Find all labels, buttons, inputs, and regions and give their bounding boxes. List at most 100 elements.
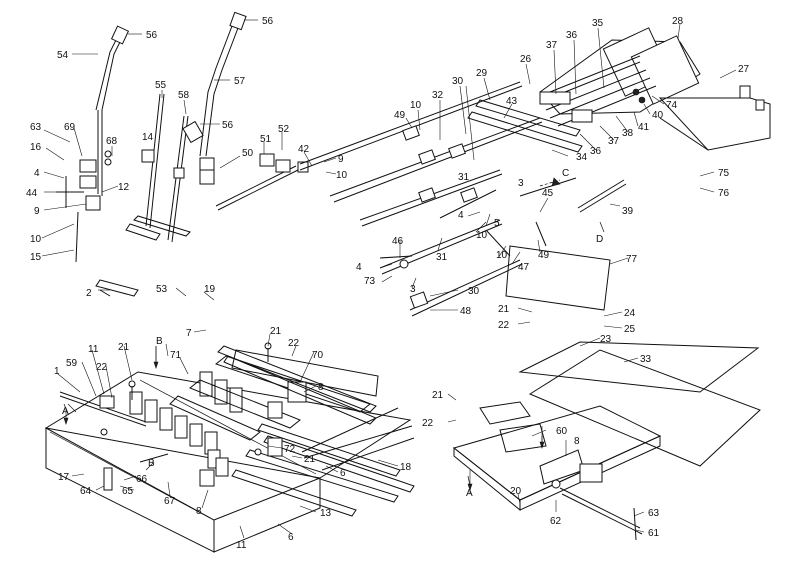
- callout-label: 20: [510, 486, 522, 497]
- callout-label: 49: [538, 250, 550, 261]
- callout-label: 14: [142, 132, 154, 143]
- callout-label: 5: [494, 218, 500, 229]
- callout-label: 38: [622, 128, 634, 139]
- callout-label: 58: [178, 90, 190, 101]
- callout-label: 49: [394, 110, 406, 121]
- callout-label: 46: [392, 236, 404, 247]
- callout-label: 31: [436, 252, 448, 263]
- callout-label: 65: [122, 486, 134, 497]
- callout-label: 4: [34, 168, 40, 179]
- callout-label: 61: [648, 528, 660, 539]
- callout-label: 60: [556, 426, 568, 437]
- callout-label: 75: [718, 168, 730, 179]
- reference-lines: [63, 179, 605, 487]
- callout-label: 27: [738, 64, 750, 75]
- mounting-plates: [231, 245, 761, 467]
- callout-label: 11: [88, 344, 99, 355]
- callout-label: 70: [312, 350, 324, 361]
- callout-label: 13: [320, 508, 332, 519]
- callout-label: 10: [336, 170, 348, 181]
- callout-label: 6: [340, 468, 346, 479]
- floor-plate-assembly: [452, 401, 662, 541]
- callout-label: 55: [155, 80, 167, 91]
- callout-label: 51: [260, 134, 272, 145]
- callout-labels: 56 56 54 57 55 58 56 63 69 68 16 14 4 44…: [26, 16, 750, 551]
- callout-label: 67: [164, 496, 176, 507]
- callout-label: 39: [622, 206, 634, 217]
- callout-label: 24: [624, 308, 636, 319]
- callout-label: 62: [550, 516, 562, 527]
- callout-label: 8: [318, 382, 324, 393]
- callout-label: 25: [624, 324, 636, 335]
- view-arrows: [63, 177, 561, 491]
- callout-label: 4: [458, 210, 464, 221]
- callout-label: 44: [26, 188, 38, 199]
- callout-label: C: [562, 168, 569, 179]
- callout-label: 18: [400, 462, 412, 473]
- control-levers: [56, 11, 247, 297]
- callout-label: 73: [364, 276, 376, 287]
- callout-label: 4: [356, 262, 362, 273]
- callout-label: 30: [452, 76, 464, 87]
- valve-linkage-assembly: [59, 342, 415, 517]
- callout-label: B: [148, 458, 155, 469]
- callout-label: 10: [496, 250, 508, 261]
- callout-label: 30: [468, 286, 480, 297]
- callout-label: 10: [476, 230, 488, 241]
- callout-label: 71: [170, 350, 182, 361]
- callout-label: B: [156, 336, 163, 347]
- callout-label: 63: [648, 508, 660, 519]
- callout-label: 9: [34, 206, 40, 217]
- callout-label: 69: [64, 122, 76, 133]
- callout-label: 21: [118, 342, 130, 353]
- callout-label: 29: [476, 68, 488, 79]
- callout-label: 74: [666, 100, 678, 111]
- callout-label: 34: [576, 152, 588, 163]
- callout-label: 3: [410, 284, 416, 295]
- valve-block-assembly: [539, 27, 771, 151]
- callout-label: D: [596, 234, 603, 245]
- callout-label: 19: [204, 284, 216, 295]
- callout-label: 40: [652, 110, 664, 121]
- callout-label: 66: [136, 474, 148, 485]
- callout-label: 32: [432, 90, 444, 101]
- callout-label: 6: [288, 532, 294, 543]
- callout-label: 11: [236, 540, 247, 551]
- callout-label: 21: [304, 454, 316, 465]
- callout-label: 22: [96, 362, 108, 373]
- callout-label: 31: [458, 172, 470, 183]
- callout-label: 59: [66, 358, 78, 369]
- callout-label: A: [466, 488, 473, 499]
- callout-label: 56: [262, 16, 274, 27]
- callout-label: 45: [542, 188, 554, 199]
- callout-label: 22: [422, 418, 434, 429]
- callout-label: 53: [156, 284, 168, 295]
- callout-label: 36: [566, 30, 578, 41]
- leader-lines: [41, 19, 737, 539]
- control-cables: [215, 81, 627, 317]
- callout-label: 64: [80, 486, 92, 497]
- callout-label: 9: [338, 154, 344, 165]
- callout-label: 54: [57, 50, 69, 61]
- callout-label: 76: [718, 188, 730, 199]
- callout-label: 8: [574, 436, 580, 447]
- callout-label: 36: [590, 146, 602, 157]
- callout-label: 10: [410, 100, 422, 111]
- base-housing: [44, 371, 412, 553]
- callout-label: 50: [242, 148, 254, 159]
- callout-label: 8: [196, 506, 202, 517]
- callout-label: 10: [30, 234, 42, 245]
- callout-label: 57: [234, 76, 246, 87]
- callout-label: A: [62, 406, 69, 417]
- callout-label: 28: [672, 16, 684, 27]
- callout-label: 68: [106, 136, 118, 147]
- callout-label: 43: [506, 96, 518, 107]
- callout-label: 41: [638, 122, 650, 133]
- callout-label: 21: [270, 326, 282, 337]
- callout-label: 37: [546, 40, 558, 51]
- callout-label: 3: [518, 178, 524, 189]
- callout-label: 48: [460, 306, 472, 317]
- callout-label: 16: [30, 142, 42, 153]
